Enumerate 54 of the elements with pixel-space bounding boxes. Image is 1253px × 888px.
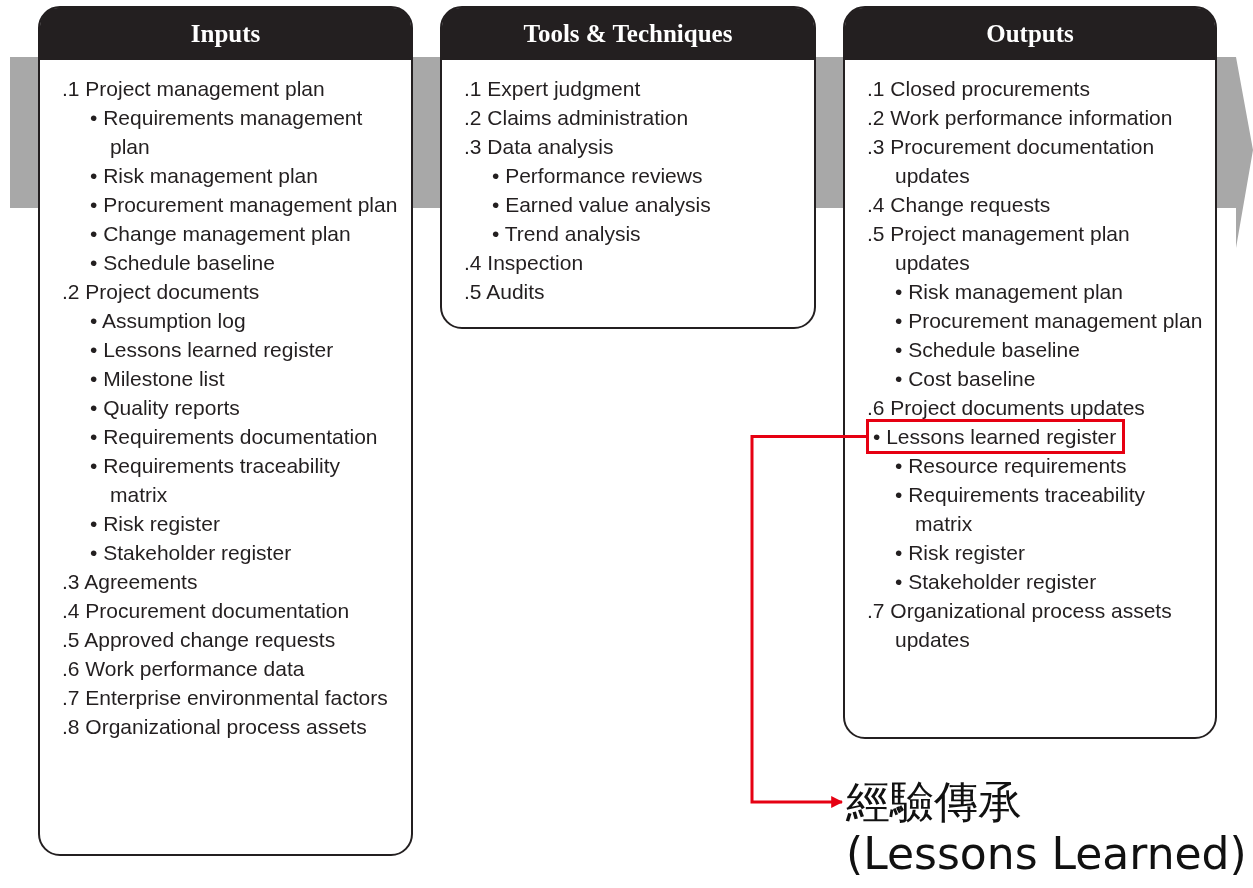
annotation-text: 經驗傳承: [846, 776, 1023, 828]
list-item: .4 Inspection: [464, 250, 585, 276]
list-item: .1 Closed procurements: [867, 76, 1091, 102]
leader-arrow: [750, 435, 866, 808]
list-item: • Milestone list: [89, 366, 226, 392]
list-item: .2 Project documents: [62, 279, 261, 305]
list-item: • Lessons learned register: [89, 337, 335, 363]
list-item: • Requirements management plan: [89, 105, 364, 160]
panel-header: Outputs: [845, 8, 1215, 60]
list-item: • Procurement management plan: [894, 308, 1204, 334]
annotation-text: (Lessons Learned): [846, 828, 1247, 880]
list-item: • Procurement management plan: [89, 192, 399, 218]
list-item: • Risk register: [894, 540, 1026, 566]
list-panel: [440, 6, 816, 329]
highlight-box: • Lessons learned register: [869, 422, 1123, 451]
list-item: • Performance reviews: [491, 163, 704, 189]
list-item: • Change management plan: [89, 221, 352, 247]
list-item: .5 Project management plan updates: [867, 221, 1131, 276]
list-item: .6 Work performance data: [62, 656, 306, 682]
list-item: • Requirements traceability matrix: [894, 482, 1147, 537]
list-item: .2 Work performance information: [867, 105, 1174, 131]
list-item: .8 Organizational process assets: [62, 714, 368, 740]
list-panel: [38, 6, 413, 856]
list-item: .7 Enterprise environmental factors: [62, 685, 389, 711]
list-item: .4 Procurement documentation: [62, 598, 351, 624]
list-item: .3 Procurement documentation updates: [867, 134, 1156, 189]
list-item: .1 Expert judgment: [464, 76, 642, 102]
list-item: • Resource requirements: [894, 453, 1128, 479]
list-item: .4 Change requests: [867, 192, 1052, 218]
panel-header: Inputs: [40, 8, 411, 60]
list-item: • Assumption log: [89, 308, 247, 334]
list-item: .6 Project documents updates: [867, 395, 1146, 421]
list-item: • Schedule baseline: [89, 250, 276, 276]
list-item: .2 Claims administration: [464, 105, 690, 131]
list-item: • Trend analysis: [491, 221, 642, 247]
list-item: • Requirements traceability matrix: [89, 453, 342, 508]
list-item: .5 Approved change requests: [62, 627, 337, 653]
list-item: .3 Data analysis: [464, 134, 615, 160]
list-item: • Risk management plan: [89, 163, 319, 189]
list-item: • Stakeholder register: [894, 569, 1098, 595]
list-item: • Schedule baseline: [894, 337, 1081, 363]
list-item: • Risk management plan: [894, 279, 1124, 305]
list-item: • Requirements documentation: [89, 424, 379, 450]
list-item: .7 Organizational process assets updates: [867, 598, 1173, 653]
list-item: • Quality reports: [89, 395, 241, 421]
panel-header: Tools & Techniques: [442, 8, 814, 60]
list-item: .5 Audits: [464, 279, 546, 305]
list-item: • Earned value analysis: [491, 192, 712, 218]
list-item: .1 Project management plan: [62, 76, 326, 102]
list-panel: [843, 6, 1217, 739]
list-item: • Stakeholder register: [89, 540, 293, 566]
list-item: • Risk register: [89, 511, 221, 537]
list-item: .3 Agreements: [62, 569, 199, 595]
list-item: • Cost baseline: [894, 366, 1037, 392]
